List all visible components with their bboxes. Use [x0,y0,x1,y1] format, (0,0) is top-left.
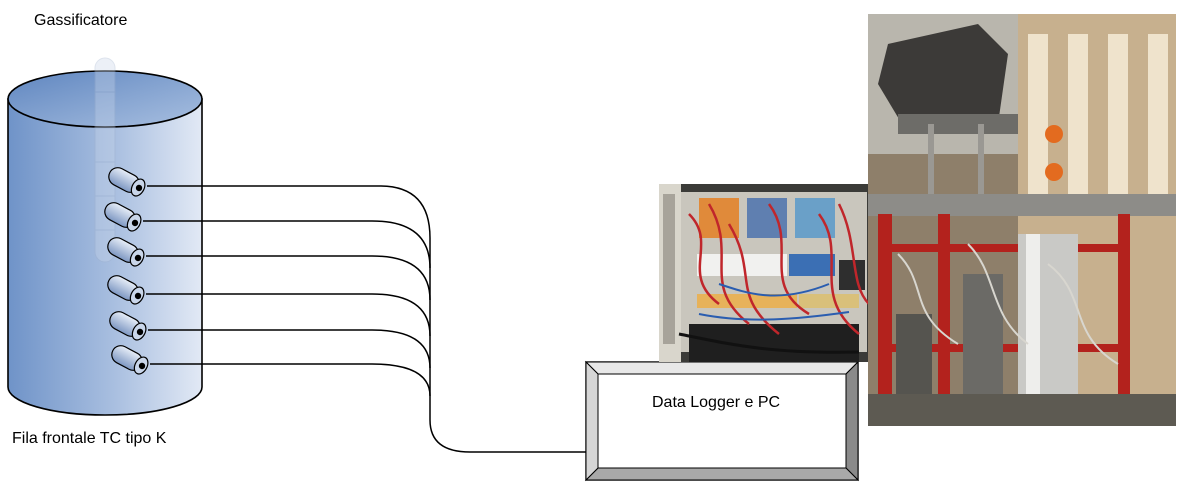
thermocouple-4 [107,275,145,305]
diagram-title: Gassificatore [34,12,128,29]
thermocouple-2 [104,202,142,232]
thermocouple-6 [111,345,149,375]
data-logger-label: Data Logger e PC [652,394,781,411]
data-logger-box [584,360,860,482]
thermocouple-1 [108,167,146,197]
thermocouple-wires [143,185,586,453]
thermocouple-3 [107,237,145,267]
electrical-panel-photo [659,184,873,362]
gasifier-plant-photo [868,14,1176,426]
gasifier-vessel [7,70,203,416]
thermocouple-row-caption: Fila frontale TC tipo K [12,430,167,447]
thermocouple-5 [109,311,147,341]
internal-probe-column [94,57,116,263]
